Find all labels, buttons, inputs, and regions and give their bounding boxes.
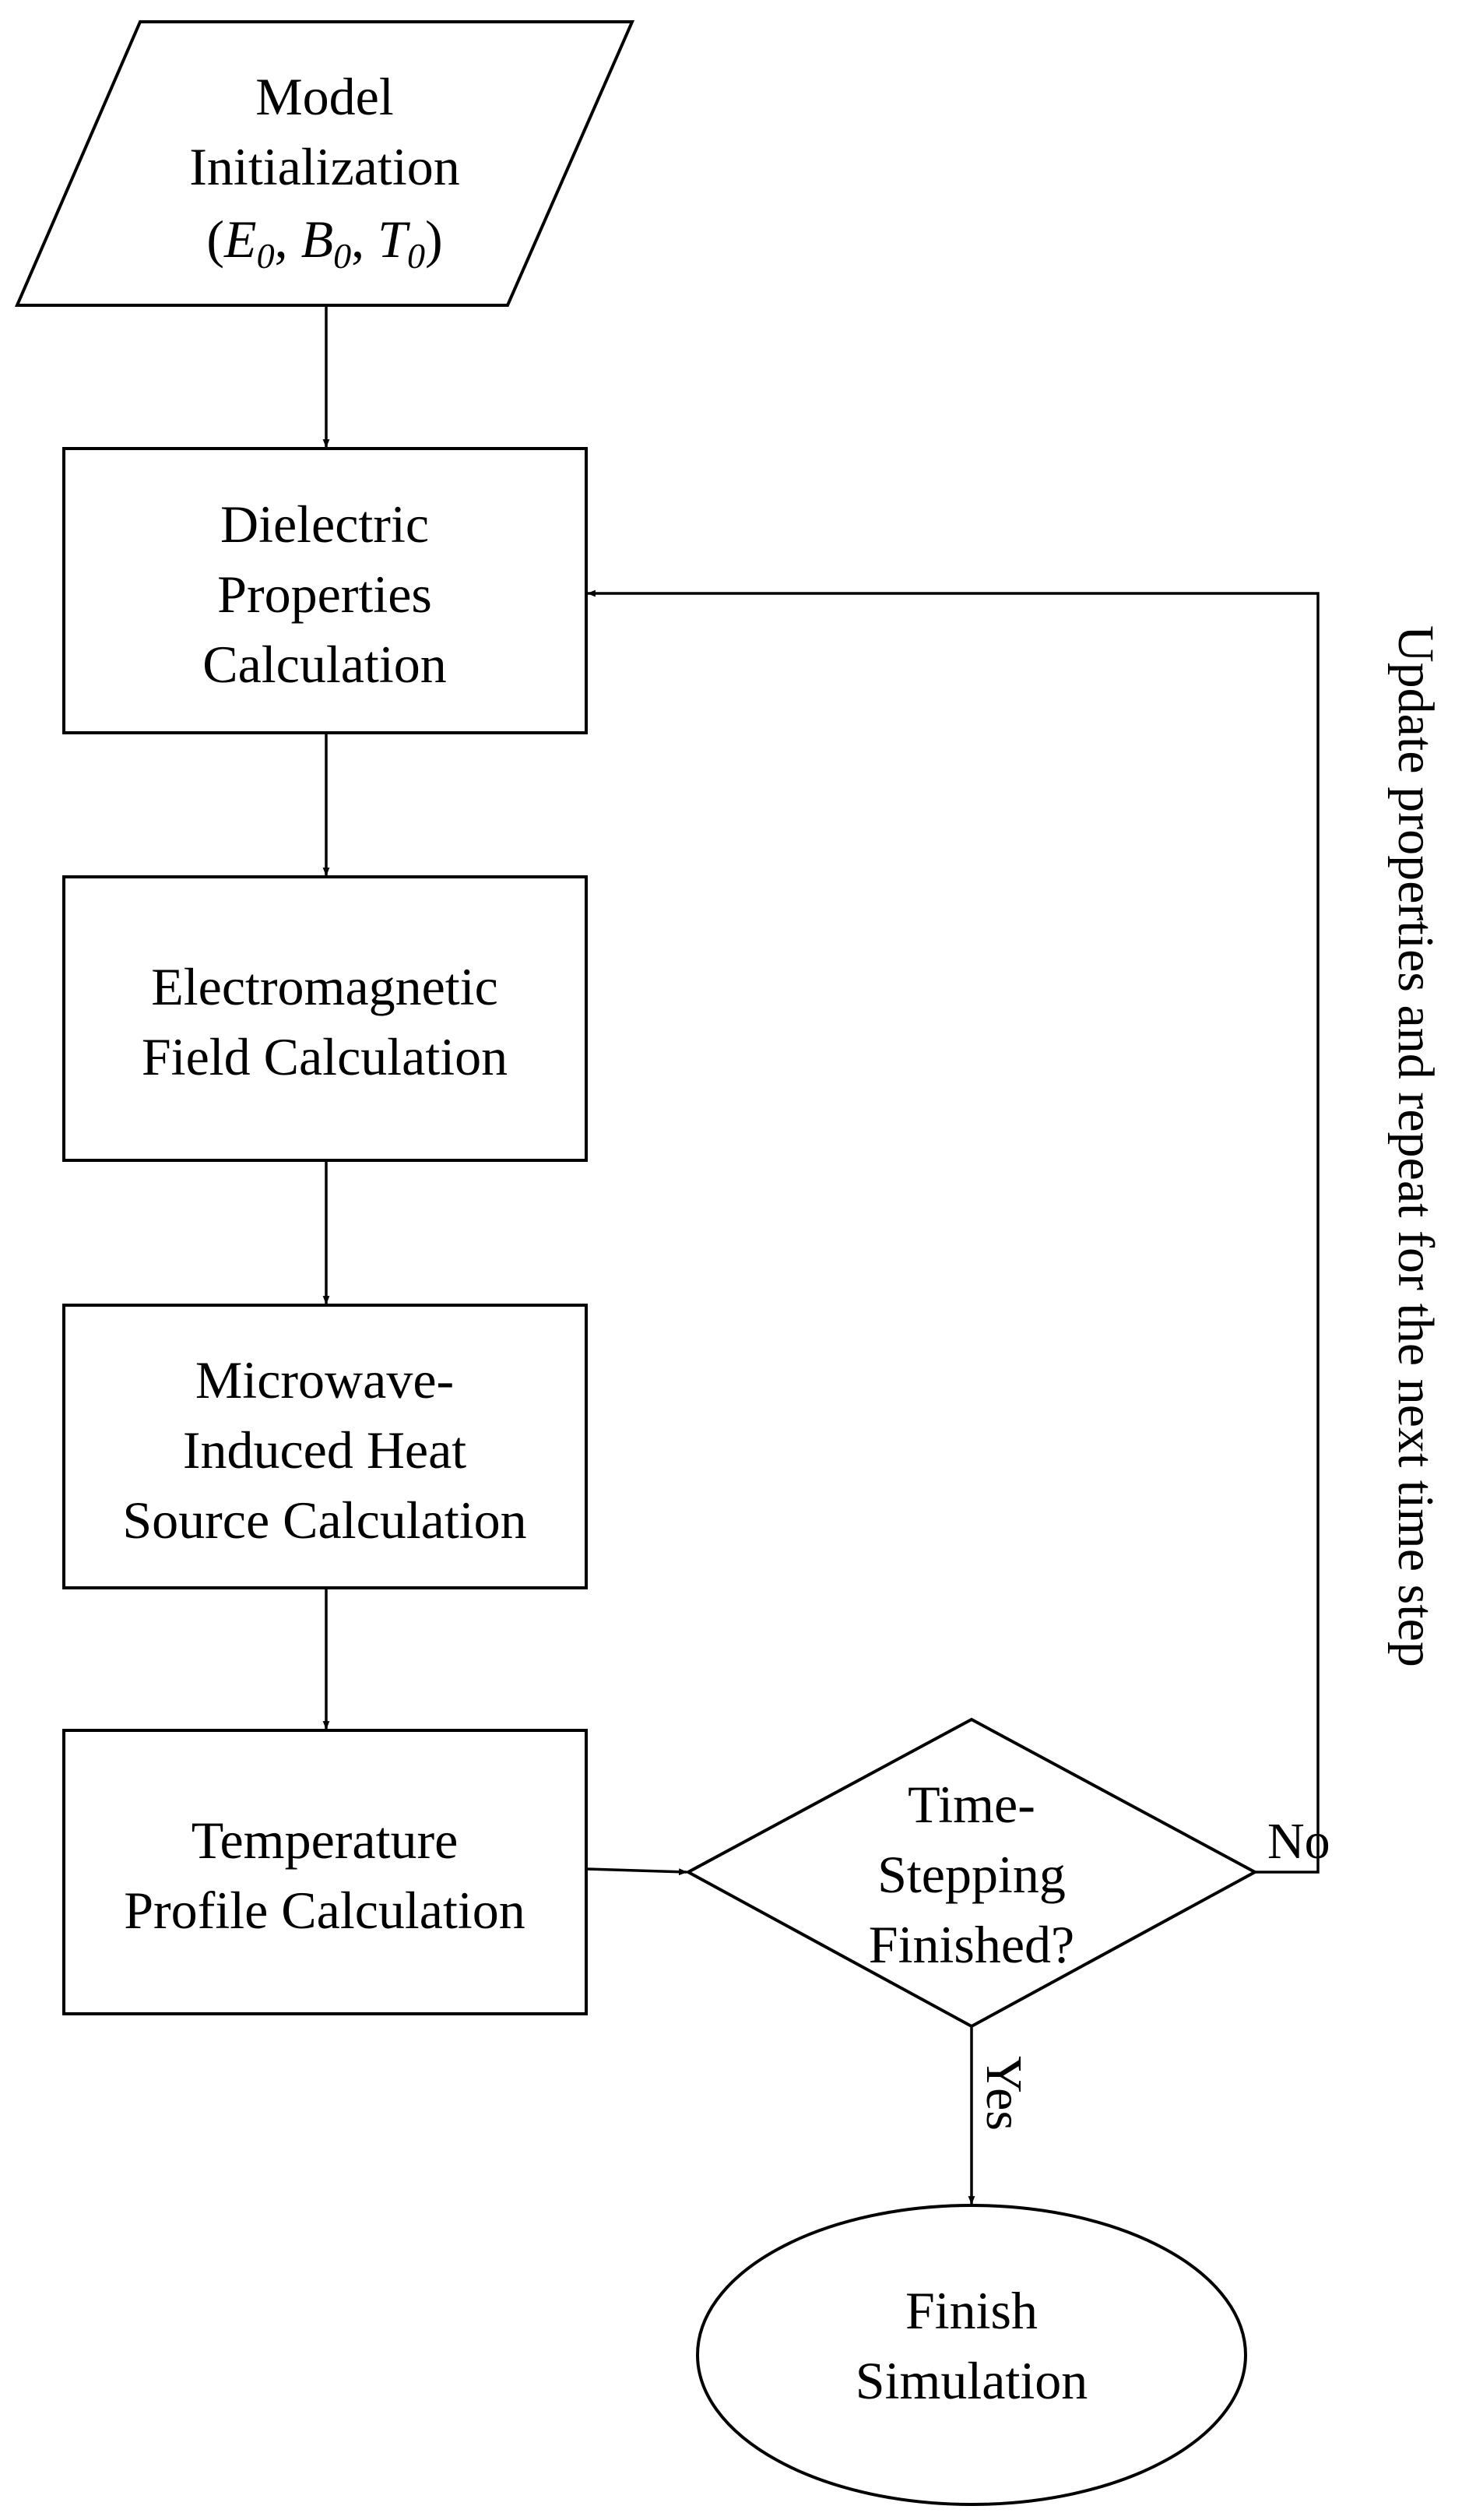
init-param-b-sub: 0 [333,236,351,276]
init-params: (E0, B0, T0) [206,209,442,276]
node-finish-simulation: Finish Simulation [696,2204,1247,2506]
init-params-sep-2: , [351,209,378,269]
heat-line-2: Induced Heat [183,1420,466,1480]
init-param-t: T [378,209,410,269]
em-line-1: Electromagnetic [151,957,498,1016]
process-box [62,875,588,1162]
edge-label-no: No [1267,1813,1330,1870]
init-line-1: Model [255,67,394,126]
init-param-e-sub: 0 [257,236,275,276]
process-box [62,1304,588,1589]
dielectric-line-1: Dielectric [220,494,429,554]
init-params-close: ) [425,209,443,269]
dielectric-line-2: Properties [217,565,432,624]
temperature-line-2: Profile Calculation [124,1881,525,1940]
arrow-temperature-to-decision [585,1867,688,1876]
init-line-2: Initialization [189,137,459,196]
init-params-sep-1: , [275,209,301,269]
node-model-initialization: Model Initialization (E0, B0, T0) [14,20,635,307]
dielectric-line-3: Calculation [202,635,446,694]
edge-label-loop: Update properties and repeat for the nex… [1387,625,1444,1667]
init-param-b: B [301,209,334,269]
heat-line-3: Source Calculation [122,1491,526,1550]
decision-line-1: Time- [908,1775,1035,1834]
decision-line-2: Stepping [877,1845,1066,1904]
terminal-ellipse [696,2204,1247,2506]
finish-line-2: Simulation [856,2351,1088,2410]
process-box [62,1729,588,2015]
em-line-2: Field Calculation [142,1027,508,1086]
node-time-stepping-decision: Time- Stepping Finished? [684,1717,1259,2029]
heat-line-1: Microwave- [195,1350,454,1410]
node-temperature-profile: Temperature Profile Calculation [62,1729,588,2015]
finish-line-1: Finish [905,2281,1038,2340]
node-dielectric-properties: Dielectric Properties Calculation [62,447,588,734]
edge-label-yes: Yes [975,2056,1032,2131]
node-heat-source: Microwave- Induced Heat Source Calculati… [62,1304,588,1589]
init-param-e: E [223,209,257,269]
arrow-decision-no-loop-to-dielectric [586,590,1320,1874]
node-electromagnetic-field: Electromagnetic Field Calculation [62,875,588,1162]
parallelogram-shape [14,20,635,307]
decision-line-3: Finished? [869,1915,1074,1974]
init-params-open: ( [206,209,224,269]
temperature-line-1: Temperature [192,1811,459,1870]
init-param-t-sub: 0 [407,236,425,276]
